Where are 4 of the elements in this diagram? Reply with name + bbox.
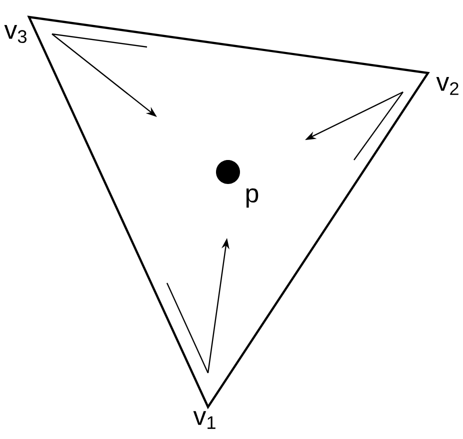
vertex-label: v$_{2}$ — [436, 77, 458, 95]
vertex-label: v$_{1}$ — [193, 411, 216, 429]
vertex-label: v$_{3}$ — [4, 24, 26, 44]
vertex-label: p — [246, 188, 258, 208]
